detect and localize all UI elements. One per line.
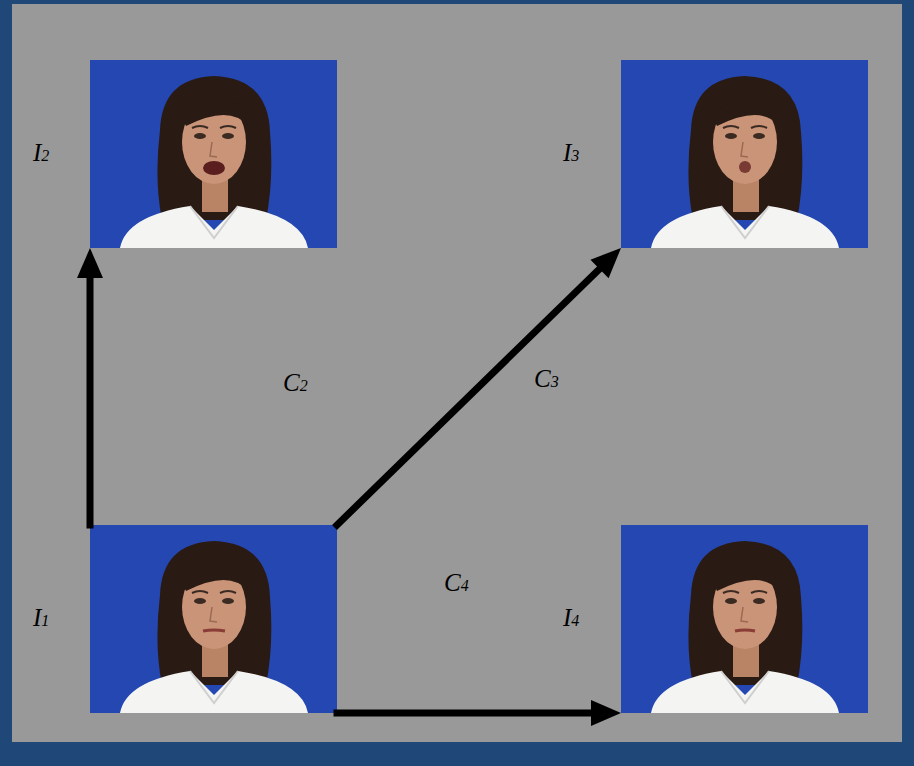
- arrow-line: [337, 269, 600, 525]
- image-node: I4: [555, 525, 868, 713]
- image-node: I1: [25, 525, 337, 713]
- arrow-connector: [77, 248, 103, 525]
- photo: [90, 60, 337, 248]
- image-symbol: I1: [33, 605, 49, 630]
- arrow-line: [87, 278, 94, 525]
- photo-frame: [621, 525, 868, 713]
- image-symbol: I4: [563, 605, 579, 630]
- photo: [90, 525, 337, 713]
- image-node: I3: [555, 60, 868, 248]
- edge-symbol: C3: [534, 366, 559, 391]
- arrow-line: [337, 710, 591, 717]
- photo-frame: [621, 60, 868, 248]
- image-symbol: I3: [563, 140, 579, 165]
- photo: [621, 525, 868, 713]
- photo-frame: [90, 525, 337, 713]
- photo: [621, 60, 868, 248]
- arrow-head: [590, 248, 621, 278]
- image-node: I2: [25, 60, 337, 248]
- arrow-connector: [337, 248, 621, 525]
- edge-symbol: C2: [283, 370, 308, 395]
- arrow-head: [591, 700, 621, 726]
- arrow-head: [77, 248, 103, 278]
- edge-symbol: C4: [444, 570, 469, 595]
- image-symbol: I2: [33, 140, 49, 165]
- photo-frame: [90, 60, 337, 248]
- arrow-connector: [337, 700, 621, 726]
